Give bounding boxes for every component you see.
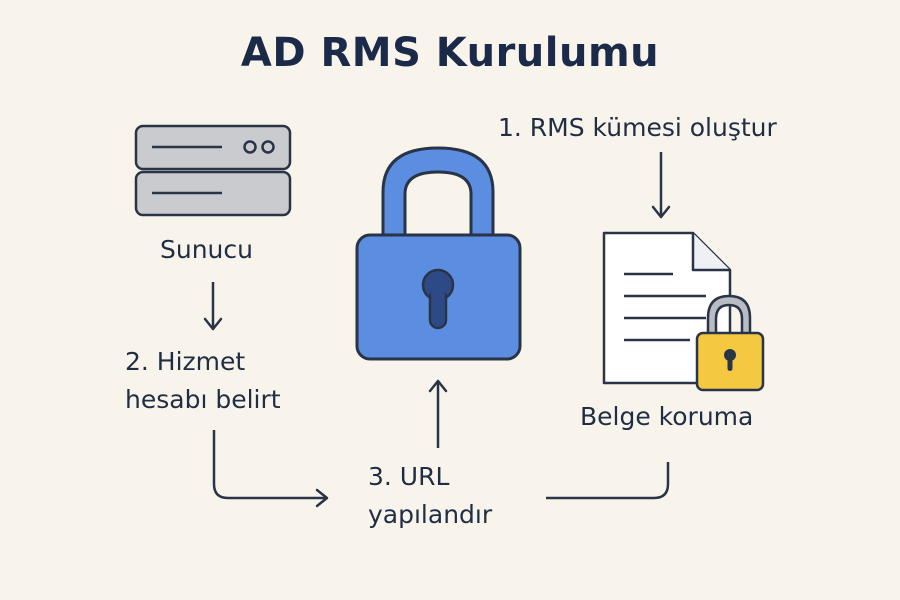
- step2-label: 2. Hizmet hesabı belirt: [125, 343, 345, 419]
- connector-document-to-step3: [546, 462, 670, 500]
- diagram-title: AD RMS Kurulumu: [240, 30, 660, 76]
- padlock-icon: [355, 146, 522, 361]
- server-label: Sunucu: [160, 235, 253, 264]
- step1-label: 1. RMS kümesi oluştur: [498, 113, 777, 142]
- document-label: Belge koruma: [580, 402, 754, 431]
- step3-label-line1: 3. URL: [368, 462, 450, 491]
- step3-label: 3. URL yapılandır: [368, 458, 548, 534]
- server-icon: [134, 124, 292, 217]
- arrow-step2-to-step3: [212, 430, 329, 508]
- arrow-server-to-step2: [203, 282, 223, 331]
- arrow-step3-to-lock: [428, 379, 448, 448]
- step3-label-line2: yapılandır: [368, 500, 493, 529]
- locked-document-icon: [602, 231, 765, 392]
- step2-label-line1: 2. Hizmet: [125, 347, 246, 376]
- arrow-step1-to-document: [651, 152, 671, 219]
- step2-label-line2: hesabı belirt: [125, 385, 281, 414]
